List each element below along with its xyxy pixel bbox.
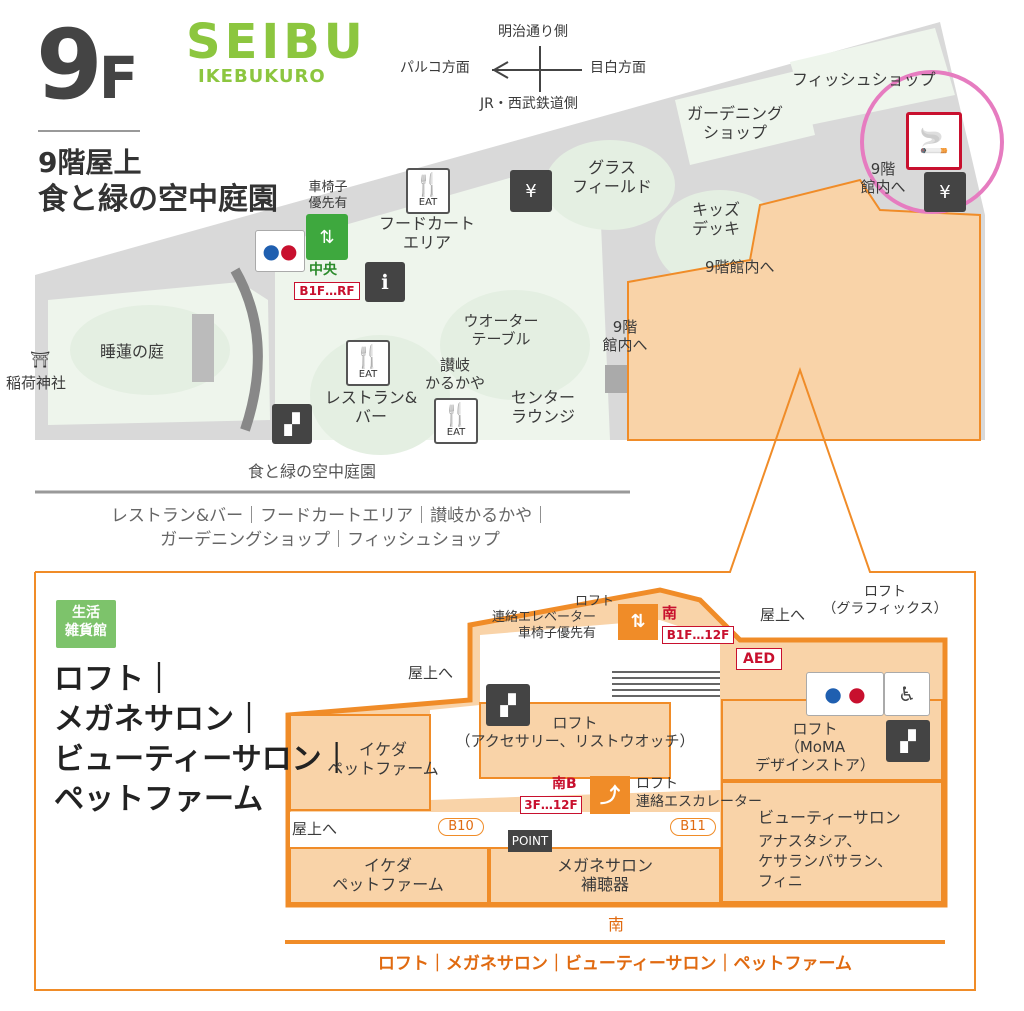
central-elevator-label: 中央 [309,262,337,278]
to-rooftop-label-a: 屋上へ [408,664,454,682]
accessible-toilet-icon: ♿ [884,672,930,716]
grass-field-lawn [545,140,675,230]
escalator-icon: ⤴ [590,776,630,814]
beauty-brands-line2: ケサランパサラン、 [758,852,893,870]
rooftop-entrance-mark [605,365,627,393]
section-list-line2: ガーデニングショップ｜フィッシュショップ [160,530,500,550]
stairs-icon-inset-2: ▞ [886,720,930,762]
seibu-logo: SEIBU [186,14,367,70]
point-marker: POINT [508,830,552,852]
escalator-south-b-label: 南B [552,776,577,792]
ikeda-pet-label: イケダペットファーム [327,740,439,779]
inset-title-line3: ビューティーサロン｜ [54,742,352,777]
to-9f-inside-label-c: 9階館内へ [860,160,906,196]
information-icon: ℹ [365,262,405,302]
smoking-area-icon[interactable]: 🚬 [906,112,962,170]
inset-title-line1: ロフト｜ [54,662,174,697]
inset-escalator-lines [612,671,720,697]
to-9f-inside-label-b: 9階館内へ [602,318,648,354]
loft-elevator-label-3: 車椅子優先有 [518,626,597,641]
compass-lines [491,46,582,92]
elevator-icon-inset: ⇅ [618,604,658,640]
page-title-floor: 9階屋上 [38,146,142,179]
gardening-shop-area [675,70,815,165]
loft-escalator-label-1: ロフト [636,776,678,792]
eat-icon-sanuki: 🍴EAT [434,398,478,444]
kids-deck-label: キッズデッキ [691,200,740,239]
floor-number: 9F [36,9,139,121]
inset-lower-corridor [290,812,720,848]
food-cart-label: フードカートエリア [378,214,475,253]
fish-shop-label: フィッシュショップ [792,70,936,89]
ikeda-pet-label-2: イケダペットファーム [332,856,444,895]
inset-title-line4: ペットファーム [54,782,264,817]
restroom-icon: ●● [255,230,305,272]
restaurant-lawn [310,335,450,455]
loft-accessory-label: ロフト（アクセサリー、リストウオッチ） [455,714,695,750]
water-table-label: ウオーターテーブル [463,312,539,348]
lotus-garden-label: 睡蓮の庭 [100,342,165,361]
megane-salon-shop [489,847,721,904]
section-title: 食と緑の空中庭園 [248,462,377,481]
stairs-icon-rooftop: ▞ [272,404,312,444]
to-rooftop-label-c: 屋上へ [760,606,806,624]
beauty-brands-line1: アナスタシア、 [758,832,862,850]
elevator-range-inset: B1F…12F [662,626,734,644]
central-elevator-range: B1F…RF [294,282,360,300]
callout-lines [34,366,976,991]
ikeda-pet-shop-2 [289,847,489,904]
to-rooftop-label-b: 屋上へ [292,820,338,838]
inset-title-line2: メガネサロン｜ [54,702,264,737]
center-lounge-label: センターラウンジ [510,388,575,427]
restroom-icon-inset: ● ● [806,672,884,716]
water-table-lawn [440,290,590,400]
beauty-brands-line3: フィニ [758,872,803,890]
compass-south: JR・西武鉄道側 [480,96,578,112]
pillar-b10: B10 [438,818,484,836]
elevator-icon: ⇅ [306,214,348,260]
ikebukuro-logo: IKEBUKURO [198,66,326,87]
eat-icon-food-cart: 🍴EAT [406,168,450,214]
curved-wall [230,267,263,432]
sanuki-label: 讃岐かるかや [424,356,485,392]
ikeda-pet-shop [289,714,431,811]
wheelchair-priority-label: 車椅子優先有 [308,180,348,211]
compass-north: 明治通り側 [498,24,568,40]
beauty-salon-shop [721,781,943,903]
torii-icon: ⛩ [30,350,51,369]
gardening-shop-label: ガーデニングショップ [686,104,783,143]
building-9f-block [627,178,981,441]
compass-west: パルコ方面 [400,60,470,76]
atm-icon: ¥ [510,170,552,212]
eat-icon-restaurant: 🍴EAT [346,340,390,386]
elevator-south-label: 南 [662,604,678,622]
grass-field-label: グラスフィールド [572,158,652,197]
atm-icon-2: ¥ [924,172,966,212]
compass-east: 目白方面 [590,60,646,76]
loft-elevator-label-1: ロフト [575,594,615,609]
aed-badge: AED [736,648,782,670]
highlight-circle [860,70,1004,214]
lotus-pond [70,305,230,395]
fish-shop-area [790,28,955,125]
south-label-bottom: 南 [608,915,625,934]
to-9f-inside-label-a: 9階館内へ [705,258,775,276]
loft-graphics-label: ロフト（グラフィックス） [822,584,948,617]
megane-salon-label: メガネサロン補聴器 [556,856,653,895]
shrine-label: 稲荷神社 [6,374,67,392]
category-badge: 生活雑貨館 [56,600,116,648]
loft-escalator-label-2: 連絡エスカレーター [636,794,762,810]
stairs-icon-inset-1: ▞ [486,684,530,726]
loft-elevator-label-2: 連絡エレベーター [492,610,597,625]
section-list-line1: レストラン&バー｜フードカートエリア｜讃岐かるかや｜ [110,506,550,526]
beauty-salon-label: ビューティーサロン [758,808,901,827]
escalator-range: 3F…12F [520,796,582,814]
pillar-b11: B11 [670,818,716,836]
page-title-garden: 食と緑の空中庭園 [38,182,278,217]
lotus-bench [192,314,214,382]
restaurant-bar-label: レストラン&バー [324,388,418,427]
inset-bottom-list: ロフト｜メガネサロン｜ビューティーサロン｜ペットファーム [377,954,853,974]
